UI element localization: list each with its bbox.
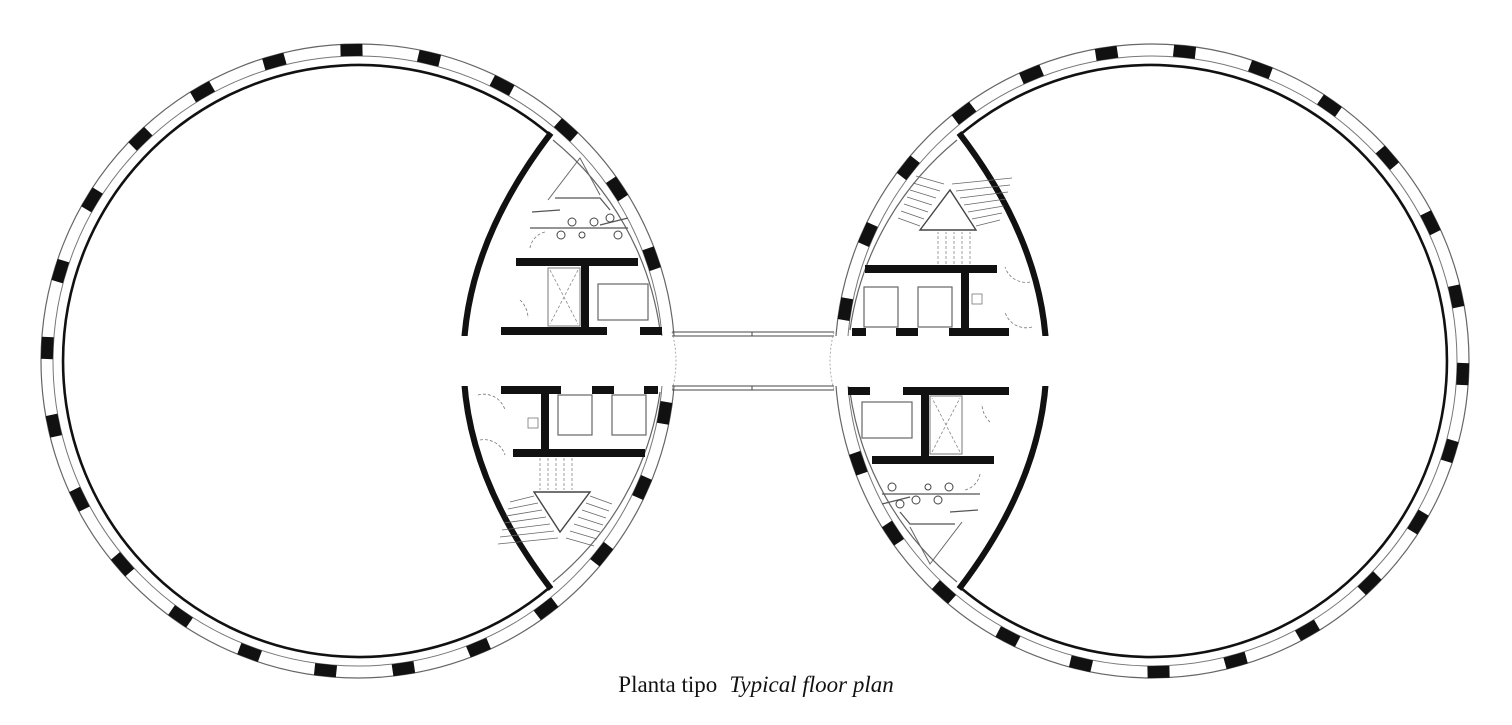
plan-caption: Planta tipo Typical floor plan xyxy=(0,672,1512,698)
bridge-corridor xyxy=(671,331,835,391)
corridor-gap xyxy=(440,336,1080,386)
caption-english: Typical floor plan xyxy=(729,672,894,697)
caption-spanish: Planta tipo xyxy=(618,672,718,697)
